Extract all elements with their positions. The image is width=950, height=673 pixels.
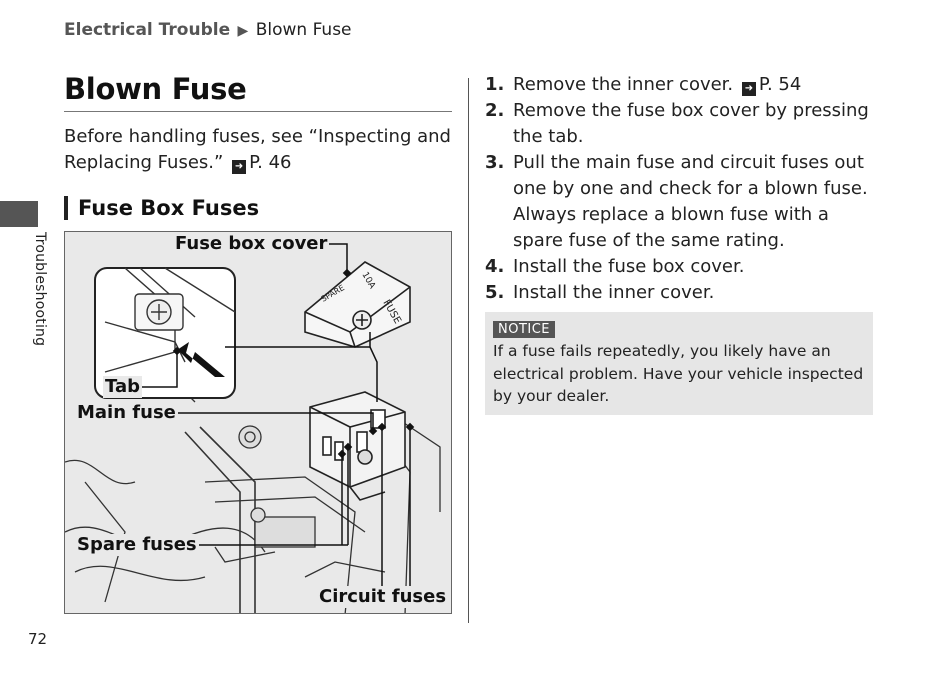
step-item: 4. Install the fuse box cover. [485, 254, 875, 280]
section-tab-label: Troubleshooting [32, 232, 48, 347]
breadcrumb-current: Blown Fuse [255, 20, 352, 40]
callout-circuit-fuses: Circuit fuses [317, 586, 449, 608]
callout-spare-fuses: Spare fuses [75, 534, 199, 556]
page-number: 72 [28, 630, 48, 648]
fuse-box-illustration: FUSE 10A SPARE [64, 231, 452, 614]
callout-fuse-box-cover: Fuse box cover [173, 233, 330, 255]
step-text: Remove the fuse box cover by pressing th… [513, 100, 869, 147]
fuse-box-drawing: FUSE 10A SPARE [65, 243, 441, 613]
step-item: 1. Remove the inner cover. ➜P. 54 [485, 72, 875, 98]
step-text: Install the inner cover. [513, 282, 715, 303]
section-tab-marker [0, 201, 38, 227]
notice-badge: NOTICE [493, 321, 556, 338]
notice-box: NOTICE If a fuse fails repeatedly, you l… [485, 312, 873, 415]
step-item: 2. Remove the fuse box cover by pressing… [485, 98, 875, 150]
step-text: Pull the main fuse and circuit fuses out… [513, 152, 868, 251]
figure-heading: Fuse Box Fuses [64, 196, 259, 220]
step-text: Remove the inner cover. ➜P. 54 [513, 72, 875, 98]
intro-page-reference[interactable]: ➜P. 46 [229, 152, 292, 174]
notice-text: If a fuse fails repeatedly, you likely h… [493, 342, 864, 405]
step-number: 1. [485, 74, 505, 95]
intro-text: Before handling fuses, see “Inspecting a… [64, 126, 451, 173]
intro-paragraph: Before handling fuses, see “Inspecting a… [64, 124, 454, 176]
callout-main-fuse: Main fuse [75, 402, 178, 424]
title-divider [64, 111, 452, 112]
breadcrumb-separator-icon: ▶ [237, 23, 249, 39]
step-number: 3. [485, 152, 505, 173]
step-item: 3. Pull the main fuse and circuit fuses … [485, 150, 875, 254]
reference-arrow-icon: ➜ [232, 160, 247, 174]
intro-ref-page: P. 46 [249, 152, 292, 173]
step-ref-page: P. 54 [758, 74, 802, 95]
step-item: 5. Install the inner cover. [485, 280, 875, 306]
step-number: 5. [485, 282, 505, 303]
breadcrumb: Electrical Trouble ▶ Blown Fuse [64, 20, 352, 40]
page-title: Blown Fuse [64, 72, 247, 106]
procedure-steps: 1. Remove the inner cover. ➜P. 54 2. Rem… [485, 72, 875, 306]
step-text: Install the fuse box cover. [513, 256, 745, 277]
callout-tab: Tab [103, 376, 142, 398]
step-number: 4. [485, 256, 505, 277]
reference-arrow-icon: ➜ [741, 82, 756, 96]
column-divider [468, 78, 469, 623]
step-text-content: Remove the inner cover. [513, 74, 734, 95]
step-number: 2. [485, 100, 505, 121]
step-page-reference[interactable]: ➜P. 54 [739, 74, 802, 96]
breadcrumb-section[interactable]: Electrical Trouble [64, 20, 231, 40]
